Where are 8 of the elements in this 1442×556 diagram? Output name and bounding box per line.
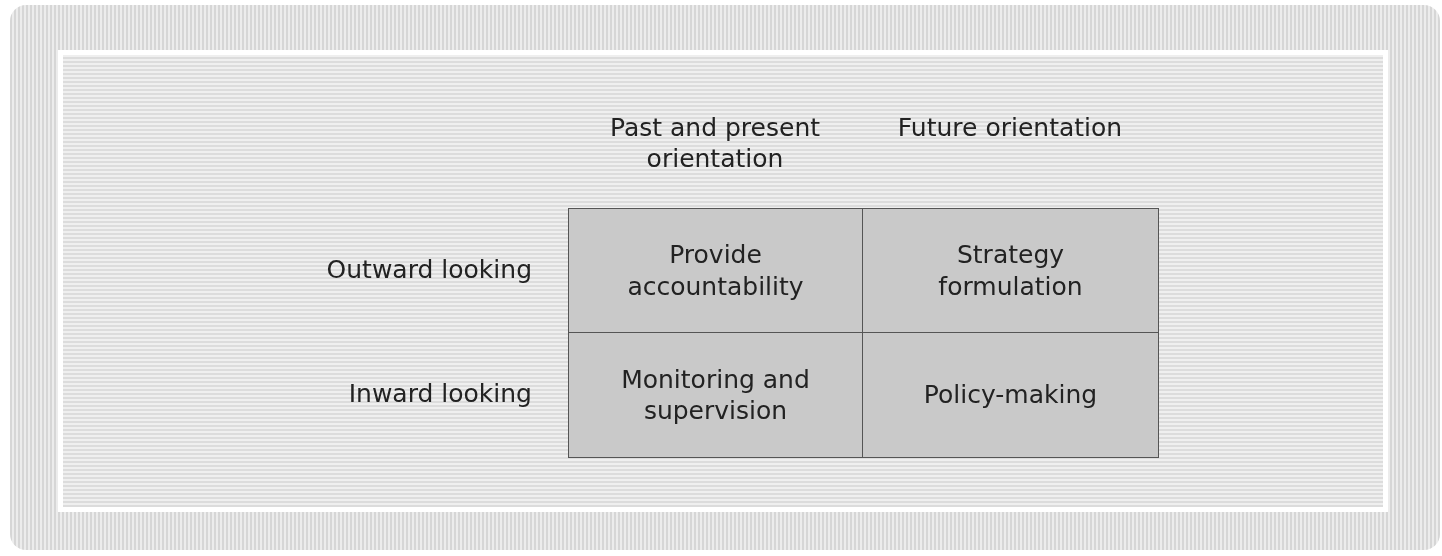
row-label: Inward looking [347, 378, 532, 410]
row-label: Outward looking [325, 254, 532, 286]
matrix-cell: Policy-making [862, 332, 1159, 458]
matrix-cell: Strategy formulation [862, 208, 1159, 333]
matrix-cell: Monitoring and supervision [568, 332, 863, 458]
matrix-cell: Provide accountability [568, 208, 863, 333]
column-header: Past and present orientation [608, 112, 822, 175]
column-header: Future orientation [896, 112, 1124, 144]
